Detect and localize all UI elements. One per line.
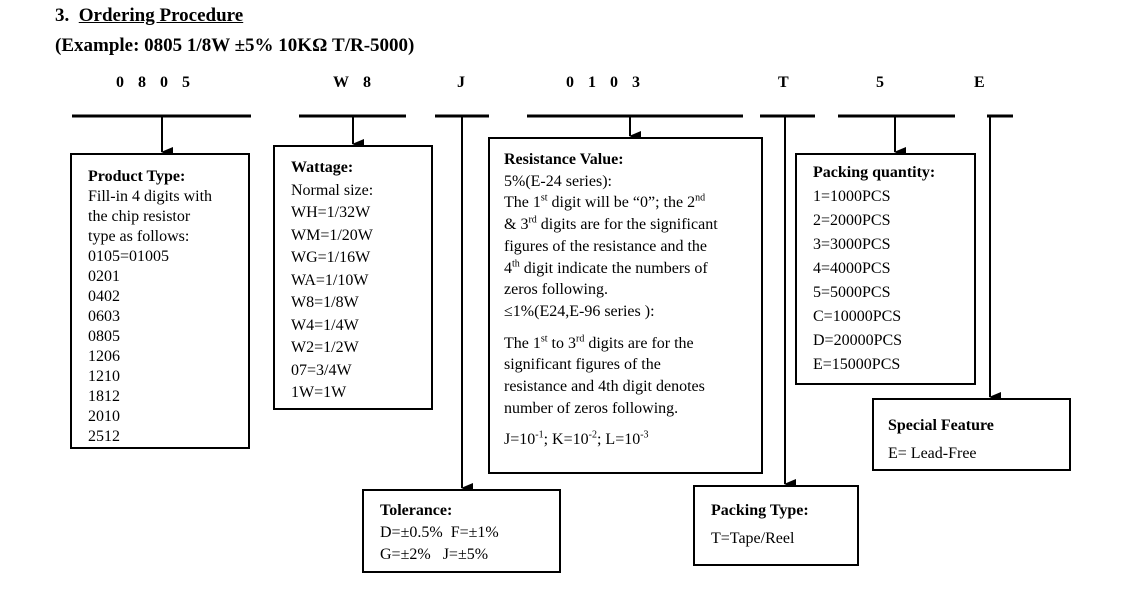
text-line: 4th digit indicate the numbers of: [504, 258, 708, 277]
text-line: type as follows:: [88, 228, 190, 245]
text-line: zeros following.: [504, 281, 608, 299]
code-segment-wattage: W8: [333, 74, 385, 91]
wattage-subtitle: Normal size:: [291, 181, 374, 199]
text-line: 0402: [88, 288, 120, 305]
text-line: WM=1/20W: [291, 226, 373, 244]
text-line: 2010: [88, 408, 120, 425]
packing-type-title: Packing Type:: [711, 502, 809, 519]
text-line: 1812: [88, 388, 120, 405]
text-line: 2512: [88, 428, 120, 445]
text-line: the chip resistor: [88, 208, 191, 225]
text-line: D=±0.5% F=±1%: [380, 524, 499, 541]
text-line: significant figures of the: [504, 356, 661, 374]
multiplier-line: J=10-1; K=10-2; L=10-3: [504, 430, 649, 449]
text-line: The 1st digit will be “0”; the 2nd: [504, 193, 706, 212]
text-line: 5=5000PCS: [813, 284, 891, 301]
text-line: 0805: [88, 328, 120, 345]
text-line: 1W=1W: [291, 384, 347, 401]
text-line: WG=1/16W: [291, 249, 371, 266]
product-type-title: Product Type:: [88, 168, 186, 185]
text-line: C=10000PCS: [813, 308, 902, 325]
text-line: figures of the resistance and the: [504, 237, 708, 255]
text-line: 07=3/4W: [291, 361, 352, 379]
wattage-box: Wattage: Normal size: WH=1/32W WM=1/20W …: [273, 145, 433, 410]
text-line: 4=4000PCS: [813, 260, 891, 277]
section-title: Ordering Procedure: [78, 5, 244, 26]
text-line: 3=3000PCS: [813, 236, 891, 253]
tolerance-box: Tolerance: D=±0.5% F=±1% G=±2% J=±5%: [362, 489, 561, 573]
text-line: W2=1/2W: [291, 339, 359, 356]
product-type-box: Product Type: Fill-in 4 digits with the …: [70, 153, 250, 449]
text-line: T=Tape/Reel: [711, 530, 795, 547]
text-line: 0201: [88, 268, 120, 285]
resistance-value-box: Resistance Value: 5%(E-24 series): The 1…: [488, 137, 763, 474]
tolerance-title: Tolerance:: [380, 502, 453, 519]
text-line: 1=1000PCS: [813, 188, 891, 205]
text-line: & 3rd digits are for the significant: [504, 214, 718, 234]
text-line: 2=2000PCS: [813, 212, 891, 229]
resistance-title: Resistance Value:: [504, 151, 624, 168]
text-line: W8=1/8W: [291, 294, 359, 311]
code-segment-size: 0805: [116, 74, 204, 91]
special-feature-title: Special Feature: [888, 417, 994, 434]
text-line: 0603: [88, 308, 120, 325]
wattage-title: Wattage:: [291, 159, 354, 176]
section-heading: 3. Ordering Procedure: [55, 5, 244, 26]
code-segment-special: E: [974, 74, 999, 91]
text-line: Fill-in 4 digits with: [88, 188, 213, 205]
text-line: 1206: [88, 348, 120, 365]
text-line: WH=1/32W: [291, 204, 371, 221]
example-line: (Example: 0805 1/8W ±5% 10KΩ T/R-5000): [55, 35, 415, 56]
text-line: The 1st to 3rd digits are for the: [504, 333, 694, 352]
product-type-lines: Fill-in 4 digits with the chip resistor …: [88, 187, 232, 447]
text-line: WA=1/10W: [291, 271, 369, 289]
text-line: E= Lead-Free: [888, 445, 977, 462]
packing-quantity-box: Packing quantity: 1=1000PCS 2=2000PCS 3=…: [795, 153, 976, 385]
packing-type-box: Packing Type: T=Tape/Reel: [693, 485, 859, 566]
code-segment-resistance: 0103: [566, 74, 654, 91]
code-segment-packing-type: T: [778, 74, 803, 91]
text-line: 1210: [88, 368, 120, 385]
text-line: G=±2% J=±5%: [380, 546, 489, 563]
text-line: W4=1/4W: [291, 316, 359, 334]
text-line: ≤1%(E24,E-96 series ):: [504, 302, 655, 320]
text-line: 5%(E-24 series):: [504, 172, 612, 190]
text-line: 0105=01005: [88, 248, 170, 265]
special-feature-box: Special Feature E= Lead-Free: [872, 398, 1071, 471]
text-line: D=20000PCS: [813, 332, 903, 349]
text-line: E=15000PCS: [813, 356, 901, 373]
code-segment-tolerance: J: [457, 74, 479, 91]
packing-quantity-title: Packing quantity:: [813, 164, 936, 181]
code-segment-packing-qty: 5: [876, 74, 898, 91]
text-line: number of zeros following.: [504, 399, 679, 417]
text-line: resistance and 4th digit denotes: [504, 378, 705, 396]
